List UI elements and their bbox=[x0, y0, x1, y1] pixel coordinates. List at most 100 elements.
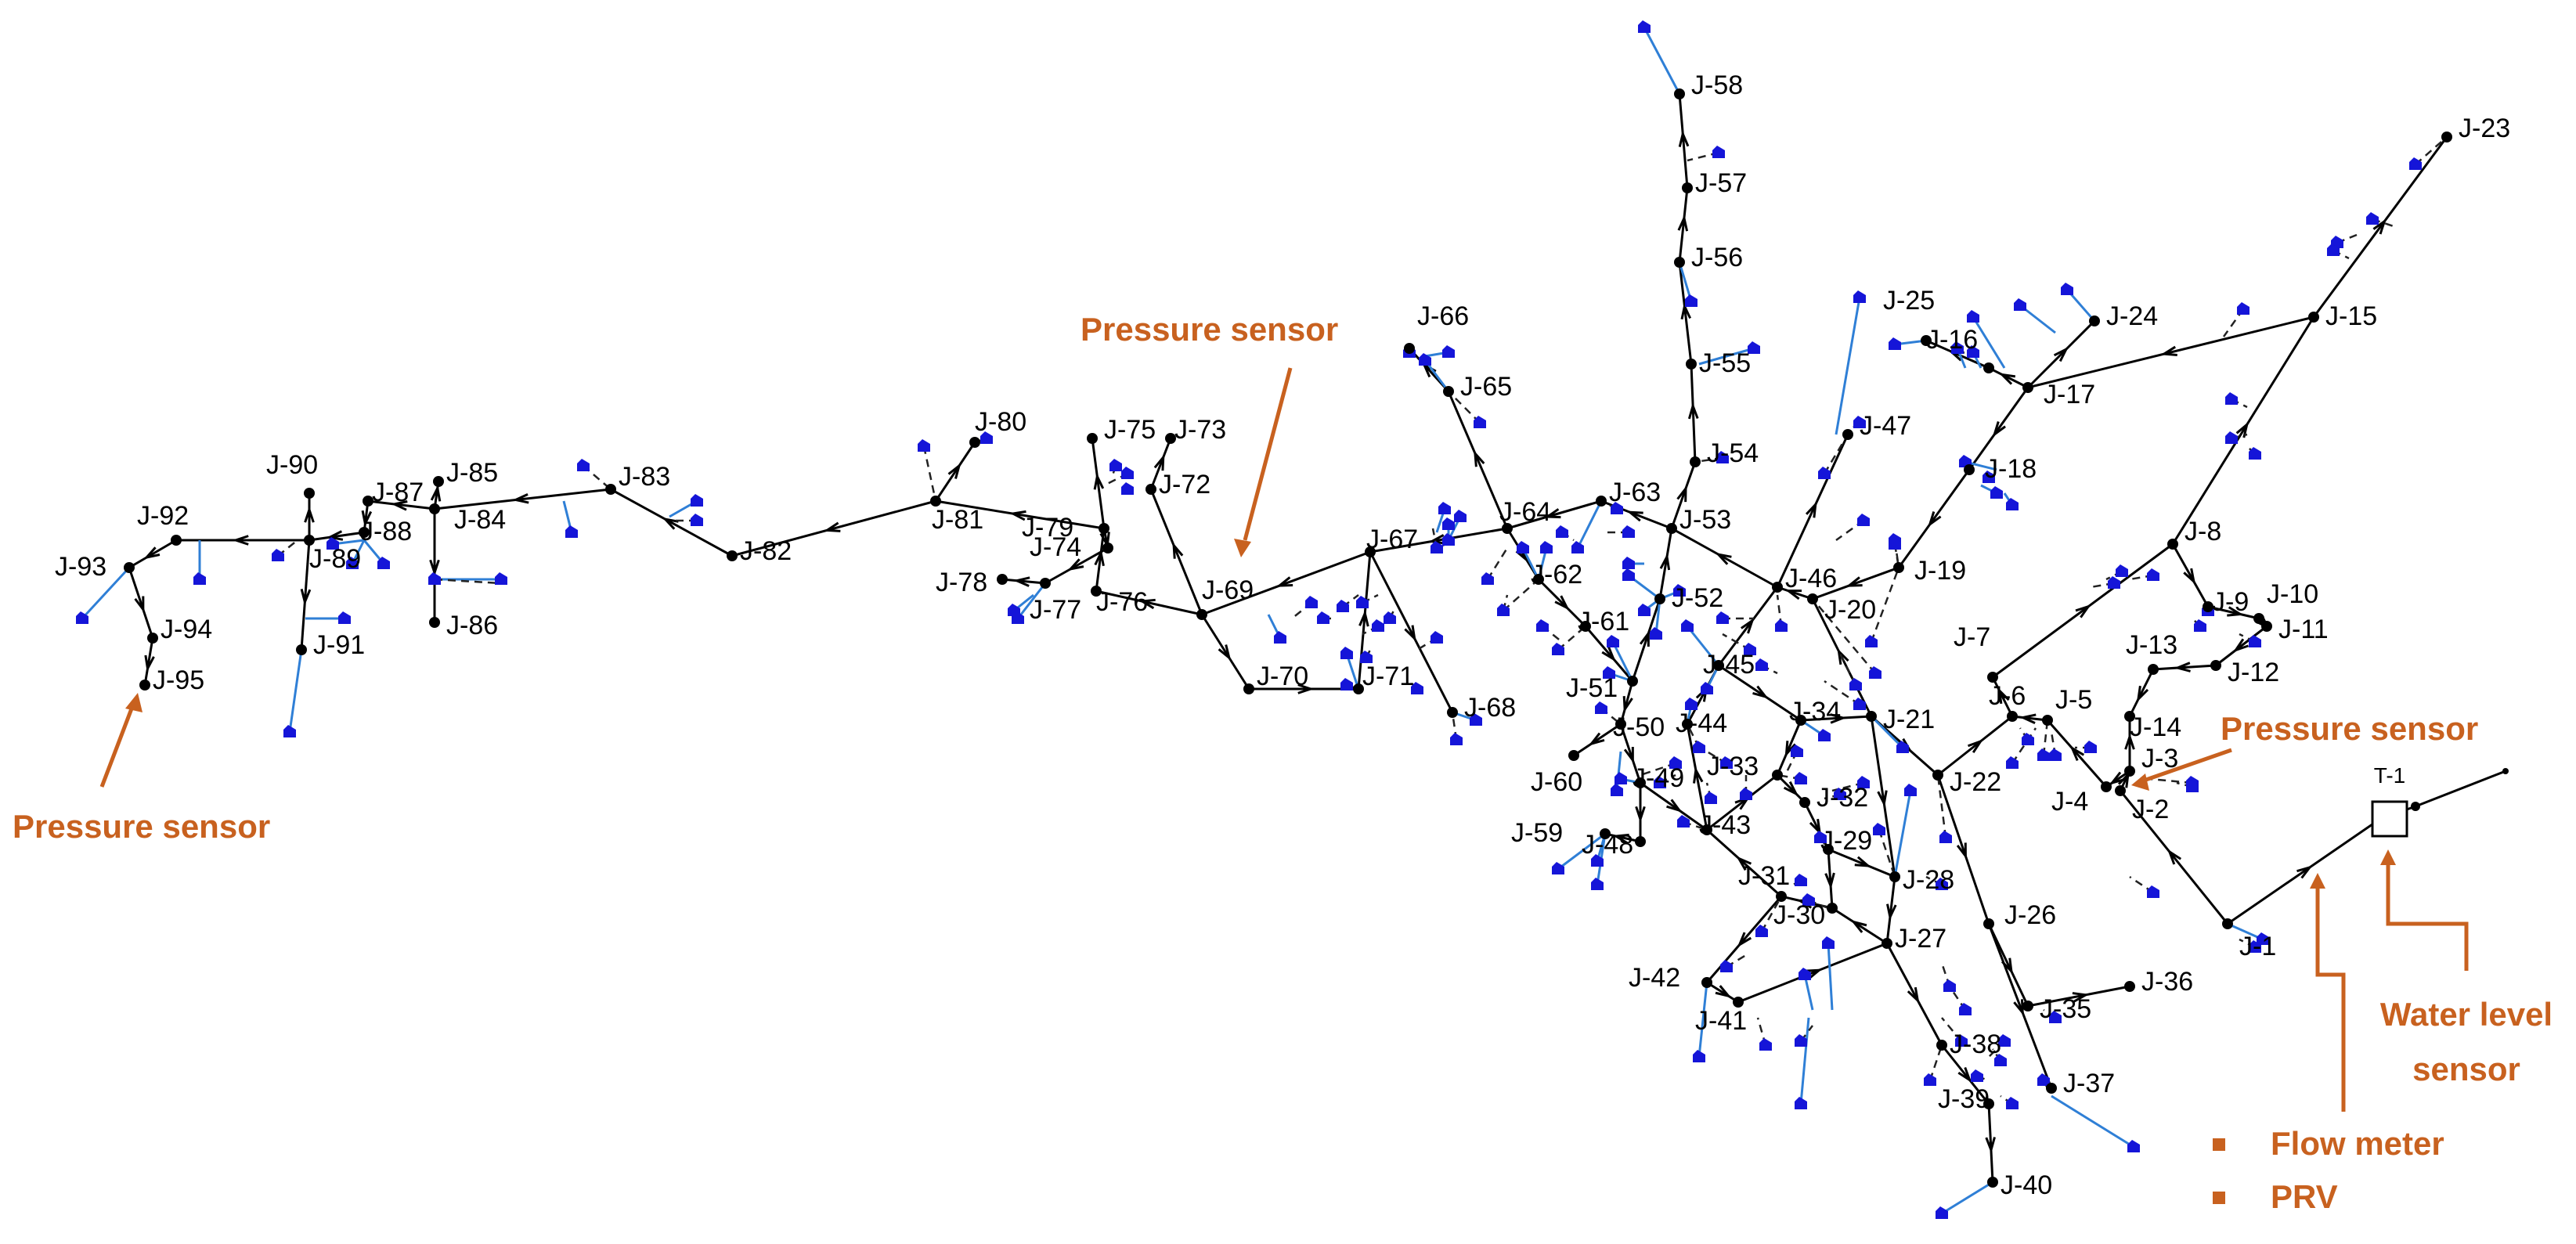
flow-arrow bbox=[1612, 833, 1629, 845]
junction-label: J-27 bbox=[1895, 924, 1946, 954]
consumer-node-icon bbox=[1869, 666, 1881, 679]
junction-label: J-64 bbox=[1499, 497, 1551, 527]
junction-label: J-40 bbox=[2001, 1170, 2052, 1200]
flow-arrow bbox=[1741, 617, 1755, 634]
junction-label: J-51 bbox=[1566, 673, 1618, 703]
junction-label: J-86 bbox=[446, 611, 498, 640]
flow-arrow bbox=[1678, 130, 1690, 147]
junction-node bbox=[359, 527, 370, 538]
flow-meter-label: Flow meter bbox=[2271, 1125, 2444, 1162]
service-line bbox=[2042, 719, 2049, 756]
consumer-node-icon bbox=[1654, 776, 1666, 788]
pressure-sensor-arrow-left bbox=[99, 704, 135, 788]
pipe-segment bbox=[128, 567, 154, 639]
consumer-node-icon bbox=[1571, 541, 1584, 553]
pipe-segment bbox=[1149, 489, 1203, 615]
consumer-node-icon bbox=[1442, 345, 1455, 358]
pipe-segment bbox=[2152, 664, 2217, 671]
junction-label: J-74 bbox=[1030, 532, 1081, 562]
flow-arrow bbox=[1601, 646, 1616, 662]
service-line bbox=[1803, 974, 1814, 1011]
consumer-node-icon bbox=[1943, 979, 1956, 992]
consumer-node-icon bbox=[1936, 878, 1948, 890]
service-line bbox=[1928, 1044, 1943, 1081]
service-line bbox=[1824, 680, 1860, 706]
consumer-node-icon bbox=[193, 572, 206, 585]
consumer-node-icon bbox=[1693, 1050, 1705, 1062]
junction-label: J-62 bbox=[1531, 560, 1582, 590]
junction-label: J-69 bbox=[1202, 575, 1254, 605]
pipe-segment bbox=[935, 499, 1105, 530]
consumer-node-icon bbox=[1795, 874, 1807, 886]
flow-arrow bbox=[1830, 713, 1847, 724]
service-line bbox=[1698, 347, 1755, 366]
junction-node bbox=[1686, 359, 1697, 370]
consumer-node-icon bbox=[1556, 525, 1568, 538]
consumer-node-icon bbox=[1889, 337, 1901, 350]
flow-arrow bbox=[1626, 510, 1643, 522]
junction-label: J-47 bbox=[1860, 411, 1911, 441]
junction-label: J-49 bbox=[1633, 763, 1684, 793]
consumer-node-icon bbox=[283, 725, 296, 737]
junction-node bbox=[969, 437, 980, 448]
consumer-node-icon bbox=[1121, 467, 1134, 479]
junction-node bbox=[2022, 1001, 2033, 1011]
flow-arrow bbox=[1845, 576, 1863, 587]
consumer-node-icon bbox=[1994, 1054, 2007, 1066]
arrowhead-center bbox=[1234, 539, 1251, 557]
junction-node bbox=[1404, 343, 1415, 354]
pipe-segment bbox=[1201, 550, 1371, 616]
consumer-node-icon bbox=[1681, 619, 1694, 632]
pipe-segment bbox=[1686, 723, 1708, 831]
junction-node bbox=[930, 496, 941, 507]
pipe-segment bbox=[2027, 316, 2314, 389]
flow-arrow bbox=[326, 530, 344, 541]
consumer-node-icon bbox=[1759, 1038, 1772, 1051]
consumer-node-icon bbox=[1822, 936, 1835, 949]
flow-arrow bbox=[1138, 598, 1156, 610]
consumer-node-icon bbox=[495, 572, 507, 585]
service-line bbox=[1448, 391, 1481, 424]
junction-label: J-33 bbox=[1707, 752, 1759, 781]
junction-label: J-94 bbox=[161, 615, 212, 644]
junction-label: J-30 bbox=[1773, 900, 1825, 930]
pipe-segment bbox=[1095, 590, 1203, 616]
pipe-segment bbox=[1987, 923, 2053, 1089]
consumer-node-icon bbox=[1540, 541, 1553, 553]
flow-arrow bbox=[1854, 856, 1872, 867]
consumer-node-icon bbox=[346, 557, 359, 569]
consumer-node-icon bbox=[1317, 611, 1329, 624]
junction-node bbox=[727, 550, 738, 561]
pipe-segment bbox=[2415, 770, 2506, 808]
consumer-node-icon bbox=[2037, 748, 2050, 761]
junction-node bbox=[1690, 456, 1701, 467]
consumer-node-icon bbox=[1853, 290, 1866, 303]
flow-arrow bbox=[1666, 799, 1683, 813]
pipe-segment bbox=[610, 488, 733, 557]
flow-arrow bbox=[1985, 1137, 1996, 1154]
junction-label: J-90 bbox=[266, 450, 318, 480]
pipe-segment bbox=[934, 442, 976, 502]
junction-node bbox=[2124, 981, 2135, 992]
junction-label: J-42 bbox=[1629, 963, 1680, 993]
junction-label: J-56 bbox=[1691, 243, 1743, 272]
service-line bbox=[1686, 626, 1720, 666]
arrowhead-water-level bbox=[2380, 849, 2396, 865]
junction-label: J-48 bbox=[1582, 830, 1633, 860]
consumer-node-icon bbox=[1795, 1034, 1807, 1047]
pipe-segment bbox=[1705, 896, 1783, 983]
junction-label: J-45 bbox=[1703, 650, 1755, 680]
pressure-sensor-arrow-right bbox=[2141, 748, 2232, 784]
consumer-node-icon bbox=[1755, 925, 1768, 937]
consumer-node-icon bbox=[1638, 604, 1651, 616]
consumer-node-icon bbox=[1497, 604, 1510, 616]
consumer-node-icon bbox=[2225, 431, 2238, 444]
junction-label: J-70 bbox=[1257, 662, 1308, 691]
consumer-node-icon bbox=[2249, 447, 2261, 460]
pipe-segment bbox=[1678, 187, 1689, 263]
consumer-node-icon bbox=[2147, 568, 2159, 581]
consumer-node-icon bbox=[2366, 212, 2379, 225]
flow-arrow bbox=[430, 484, 442, 502]
consumer-node-icon bbox=[2327, 243, 2340, 256]
junction-label: J-76 bbox=[1096, 587, 1148, 617]
